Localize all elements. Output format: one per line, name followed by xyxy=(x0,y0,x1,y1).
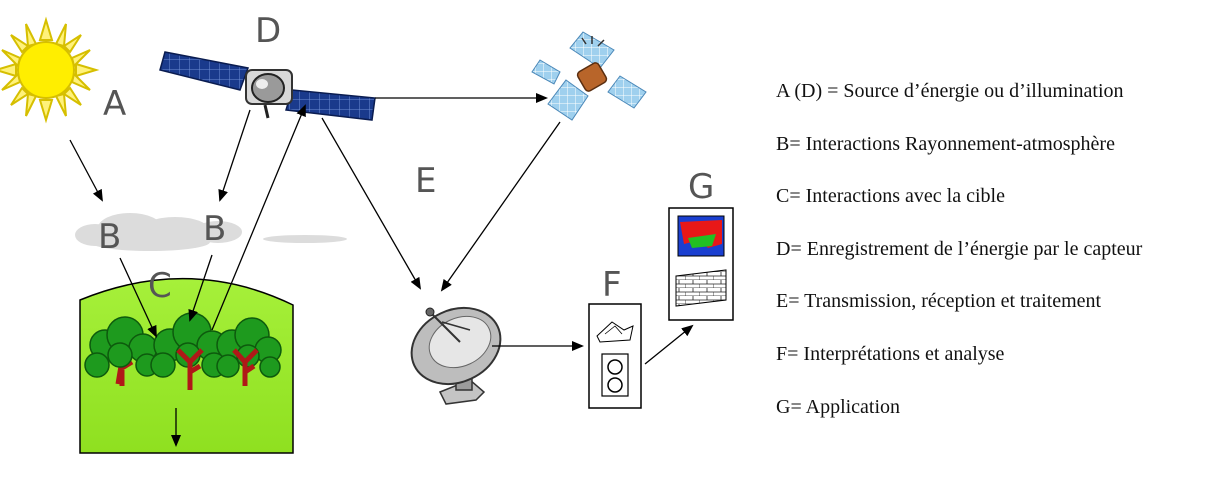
relay-satellite-icon xyxy=(531,31,647,121)
legend-item: E= Transmission, réception et traitement xyxy=(776,290,1102,313)
label-b-right: B xyxy=(203,209,226,249)
sensor-satellite-icon xyxy=(159,51,376,121)
legend-item: C= Interactions avec la cible xyxy=(776,185,1005,208)
label-b-left: B xyxy=(98,217,121,257)
legend: A (D) = Source d’énergie ou d’illuminati… xyxy=(776,78,1226,446)
legend-item: A (D) = Source d’énergie ou d’illuminati… xyxy=(776,80,1124,102)
label-a: A xyxy=(103,84,126,124)
label-d: D xyxy=(255,11,281,51)
label-g: G xyxy=(688,167,714,207)
receiving-antenna-icon xyxy=(410,307,502,405)
sun-icon xyxy=(0,16,100,124)
label-f: F xyxy=(602,265,622,305)
legend-item: D= Enregistrement de l’énergie par le ca… xyxy=(776,237,1143,260)
processing-box-icon xyxy=(588,303,642,409)
legend-item: B= Interactions Rayonnement-atmosphère xyxy=(776,132,1115,155)
label-c: C xyxy=(148,266,172,306)
cloud-icon xyxy=(75,213,347,251)
application-box-icon xyxy=(668,207,734,321)
energy-flow-arrows xyxy=(69,93,694,447)
label-e: E xyxy=(415,161,436,201)
legend-item: G= Application xyxy=(776,395,901,418)
tree-icon xyxy=(216,317,282,386)
legend-item: F= Interprétations et analyse xyxy=(776,342,1005,365)
